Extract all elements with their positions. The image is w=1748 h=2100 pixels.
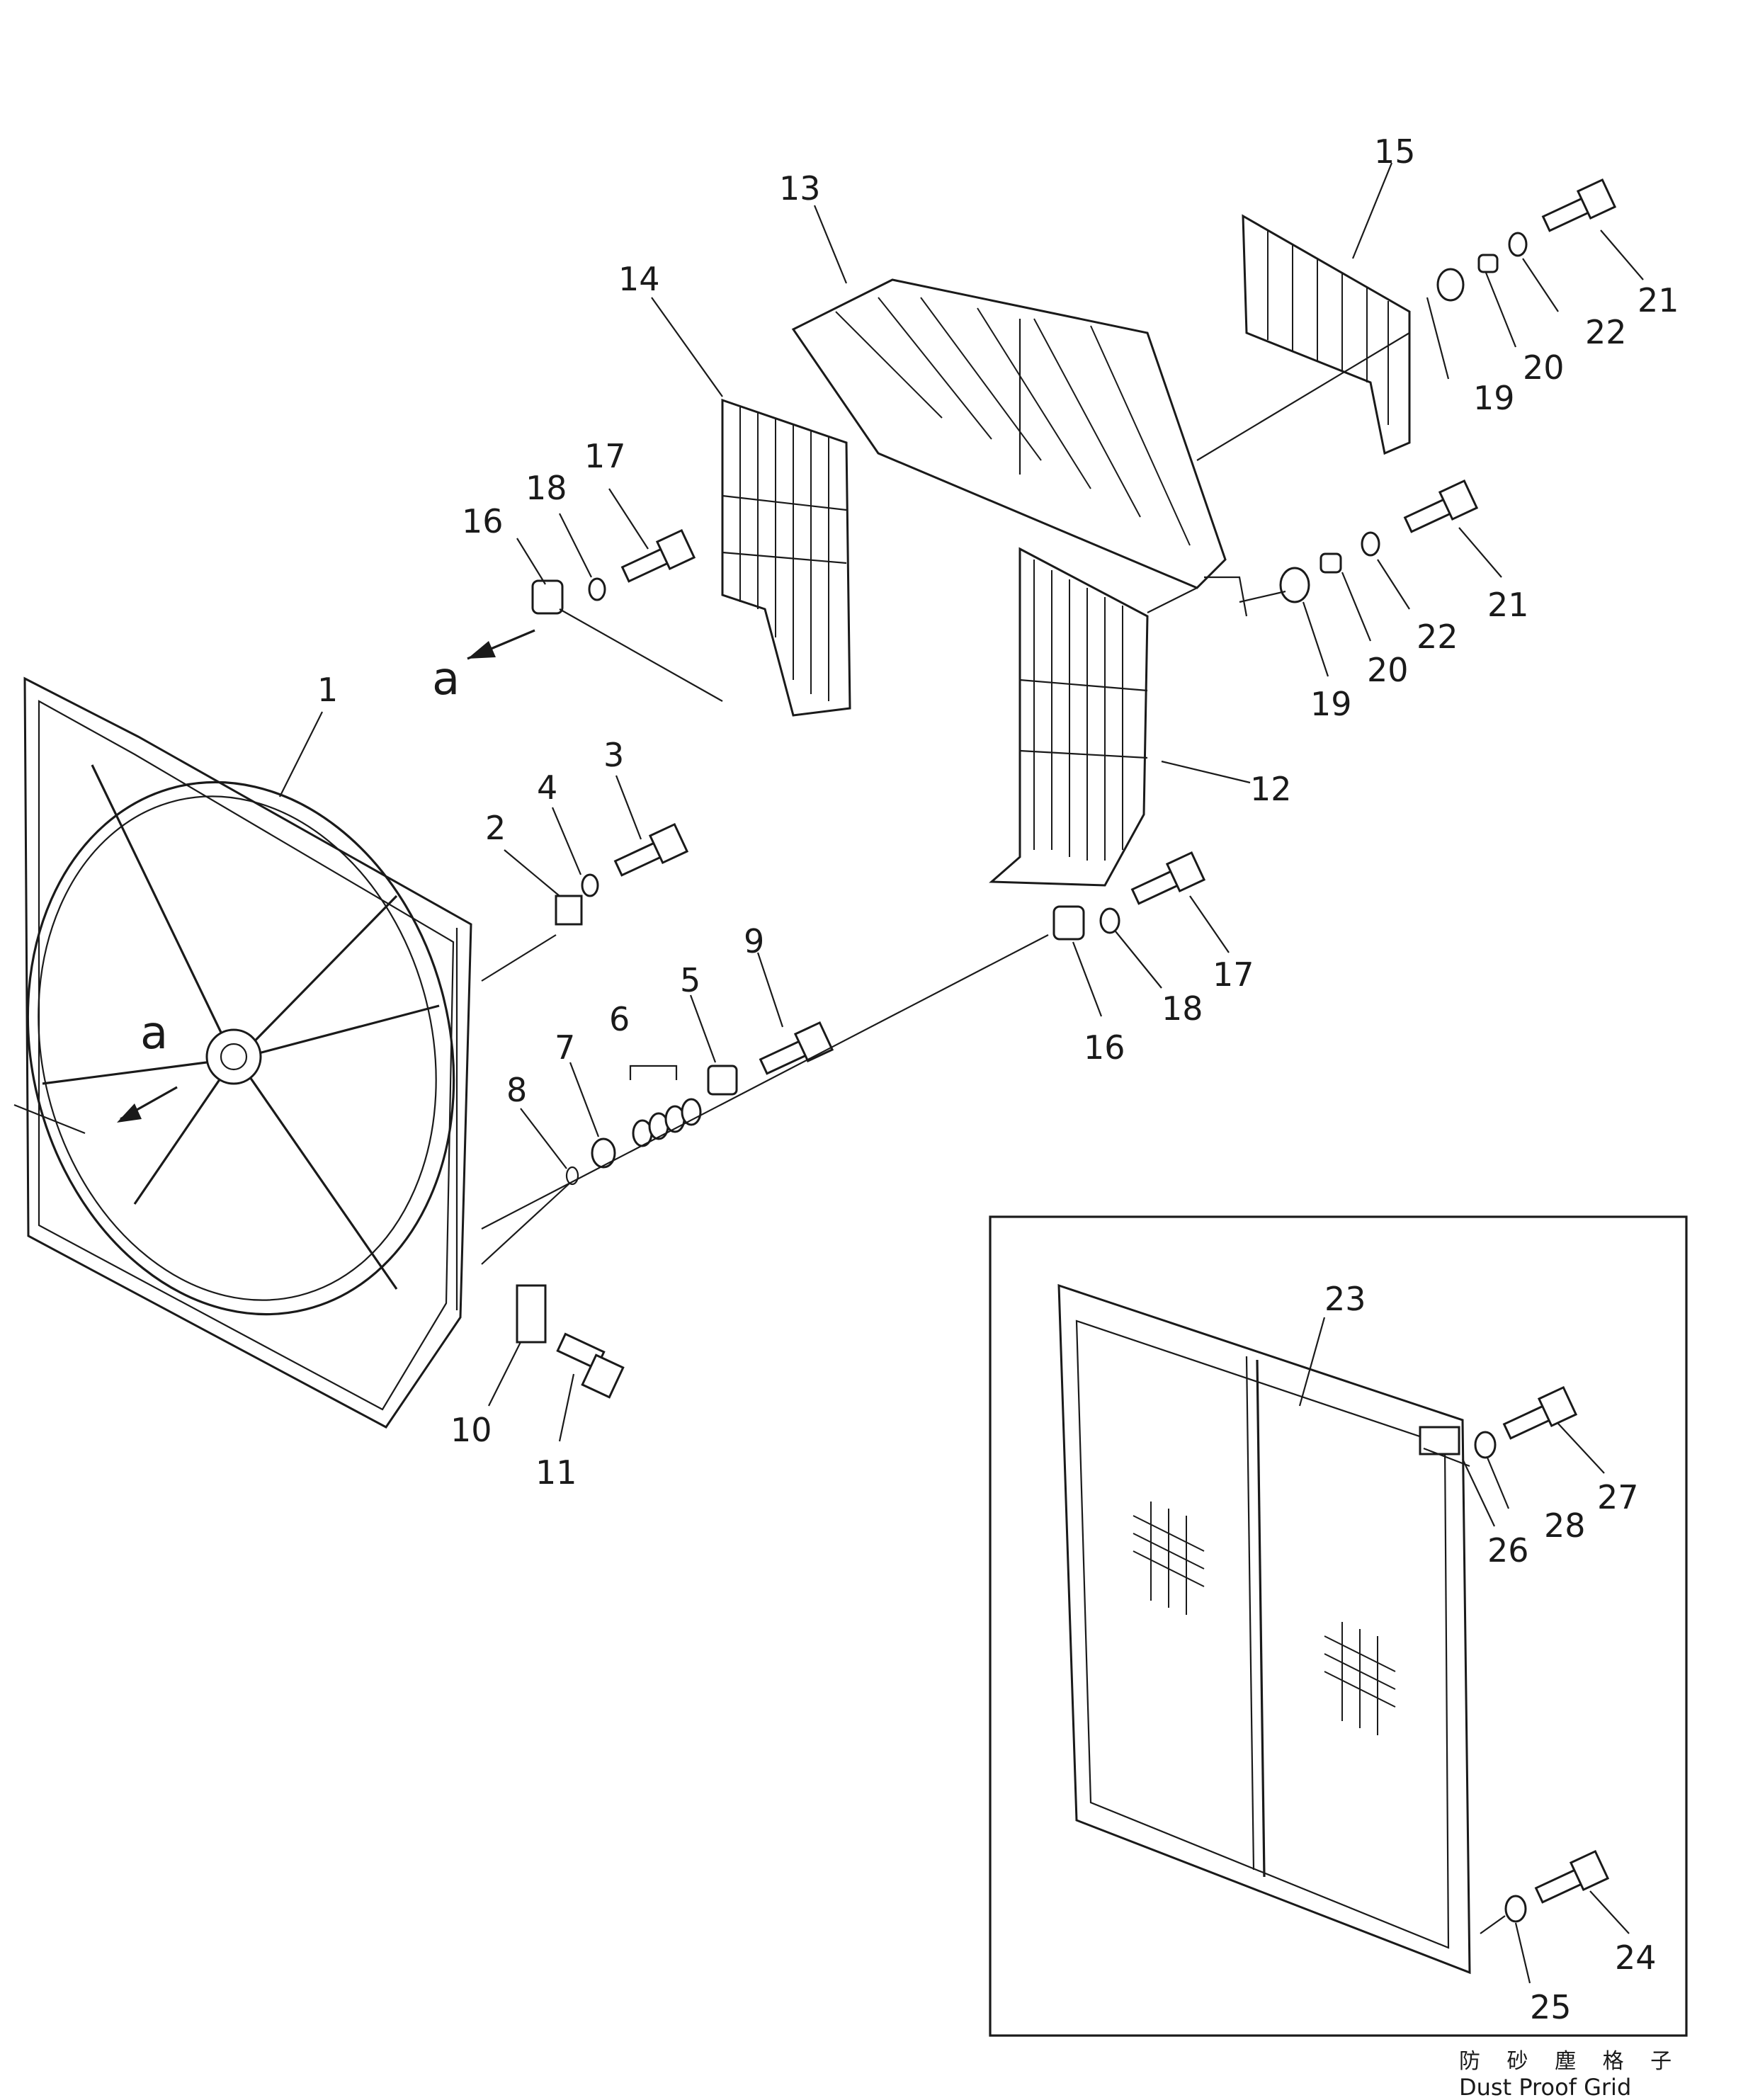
grid-frame [1057, 1283, 1471, 1975]
callout-21-upper: 21 [1638, 281, 1679, 319]
collar-20-lower [1319, 552, 1342, 574]
shroud-side-right [1242, 214, 1411, 455]
callout-15: 15 [1374, 132, 1416, 171]
inset-frame [989, 1215, 1688, 2037]
view-arrows [117, 629, 535, 1123]
bolt-17-lower [1130, 851, 1206, 905]
dust-proof-grid-inset [989, 1215, 1688, 2037]
callout-18-upper: 18 [526, 469, 567, 507]
bracket-10 [516, 1284, 547, 1344]
callout-27: 27 [1597, 1478, 1639, 1516]
bolt-27 [1502, 1385, 1578, 1440]
washer-7 [591, 1137, 616, 1169]
callout-7: 7 [555, 1028, 575, 1067]
grommet-19-upper [1436, 268, 1465, 302]
caption-english: Dust Proof Grid [1459, 2074, 1631, 2100]
callout-28: 28 [1544, 1506, 1586, 1545]
part-callouts: 1 2 3 4 5 6 7 8 9 10 11 12 13 14 15 16 1… [317, 132, 1679, 2026]
callout-17-upper: 17 [584, 437, 626, 475]
callout-23: 23 [1324, 1280, 1366, 1318]
callout-11: 11 [535, 1453, 577, 1492]
callout-16-lower: 16 [1084, 1028, 1125, 1067]
shroud-side-left [721, 398, 851, 717]
view-markers: a a [140, 653, 460, 1060]
washer-18-upper [588, 577, 606, 601]
washer-28 [1474, 1431, 1497, 1459]
callout-20-lower: 20 [1367, 651, 1409, 689]
callout-18-lower: 18 [1162, 989, 1203, 1028]
bracket-2 [555, 895, 583, 926]
washer-18-lower [1099, 907, 1120, 934]
fan-shroud [13, 676, 472, 1429]
callout-4: 4 [537, 768, 557, 807]
callout-21-lower: 21 [1487, 586, 1529, 624]
callout-22-lower: 22 [1417, 618, 1458, 656]
bolt-11 [556, 1332, 625, 1399]
callout-14: 14 [618, 260, 660, 298]
clip-16-upper [531, 579, 564, 615]
callout-2: 2 [485, 809, 506, 847]
callout-16-upper: 16 [462, 502, 504, 540]
clip-16-lower [1052, 905, 1085, 941]
grommet-19-lower [1279, 567, 1310, 603]
bolt-21-lower [1403, 479, 1479, 533]
inset-caption: 防 砂 塵 格 子 Dust Proof Grid [1459, 2049, 1681, 2100]
callout-25: 25 [1530, 1988, 1572, 2026]
callout-22-upper: 22 [1585, 313, 1627, 351]
fasteners [516, 178, 1617, 1399]
spring-6 [632, 1098, 702, 1147]
view-marker-fan: a [140, 1007, 168, 1060]
callout-19-upper: 19 [1473, 379, 1515, 417]
callout-17-lower: 17 [1213, 955, 1254, 994]
mesh-left [1133, 1502, 1205, 1615]
callout-10: 10 [450, 1411, 492, 1449]
assembly-lines [481, 332, 1410, 1265]
washer-22-upper [1508, 232, 1528, 257]
mesh-right [1324, 1622, 1396, 1735]
callout-26: 26 [1487, 1531, 1529, 1570]
callout-19-lower: 19 [1310, 685, 1352, 723]
callout-6: 6 [609, 1000, 630, 1038]
callout-3: 3 [603, 736, 624, 774]
washer-22-lower [1361, 531, 1380, 557]
callout-20-upper: 20 [1523, 348, 1565, 387]
label-leaders [279, 162, 1644, 1984]
callout-9: 9 [744, 922, 764, 960]
callout-13: 13 [779, 169, 821, 208]
bolt-3 [613, 822, 689, 877]
callout-5: 5 [680, 961, 700, 999]
washer-4 [581, 873, 599, 897]
ring-8 [565, 1166, 579, 1186]
caption-japanese: 防 砂 塵 格 子 [1459, 2049, 1681, 2074]
callout-12: 12 [1250, 770, 1292, 808]
bolt-17-upper [620, 528, 696, 583]
callout-8: 8 [506, 1071, 527, 1109]
view-marker-upper: a [432, 653, 460, 705]
washer-25 [1504, 1895, 1527, 1923]
shroud-top [791, 278, 1227, 589]
bolt-24 [1534, 1849, 1610, 1904]
collar-20-upper [1477, 254, 1499, 273]
callout-1: 1 [317, 671, 338, 709]
bolt-21-upper [1541, 178, 1617, 232]
callout-24: 24 [1615, 1939, 1657, 1977]
spacer-5 [707, 1065, 738, 1096]
shroud-side-lower [989, 547, 1149, 887]
